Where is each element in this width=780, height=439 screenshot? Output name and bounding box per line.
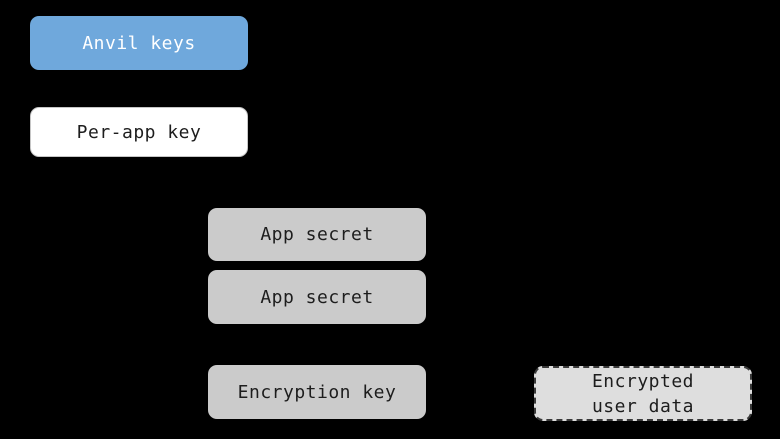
node-app-secret-1-label: App secret [260,224,374,245]
node-encrypted-user-data: Encrypted user data [534,366,752,421]
node-encrypted-user-data-label: Encrypted user data [591,370,695,417]
node-app-secret-1: App secret [208,208,426,261]
node-encryption-key-label: Encryption key [237,381,397,403]
node-encryption-key: Encryption key [208,365,426,419]
node-per-app-key: Per-app key [30,107,248,157]
node-per-app-key-label: Per-app key [76,121,202,143]
node-app-secret-2: App secret [208,270,426,324]
node-anvil-keys-label: Anvil keys [82,32,196,54]
node-app-secret-2-label: App secret [260,286,374,308]
node-anvil-keys: Anvil keys [30,16,248,70]
